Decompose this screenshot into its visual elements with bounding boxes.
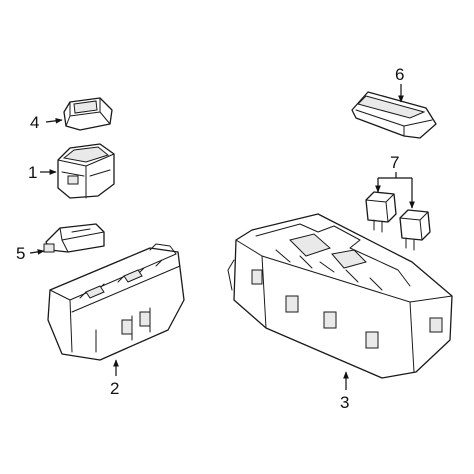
callout-3: 3	[340, 393, 349, 412]
callout-labels: 4 1 5 2 6 7 3	[16, 65, 404, 412]
part-6-cover-lid	[351, 91, 437, 139]
callout-2: 2	[110, 379, 119, 398]
callout-1: 1	[28, 163, 37, 182]
part-5-relay	[43, 223, 105, 253]
leader-7	[377, 172, 413, 208]
part-2-fuse-box	[47, 243, 185, 361]
leader-5	[29, 249, 45, 255]
part-3-fuse-relay-block	[227, 213, 453, 379]
callout-5: 5	[16, 244, 25, 263]
part-4-connector-cover	[63, 97, 113, 131]
callout-6: 6	[395, 65, 404, 84]
callout-4: 4	[30, 113, 39, 132]
part-1-relay-holder	[57, 143, 115, 199]
callout-7: 7	[390, 153, 399, 172]
part-7-relays	[365, 191, 431, 251]
leader-4	[45, 117, 63, 124]
leader-lines	[29, 84, 415, 390]
